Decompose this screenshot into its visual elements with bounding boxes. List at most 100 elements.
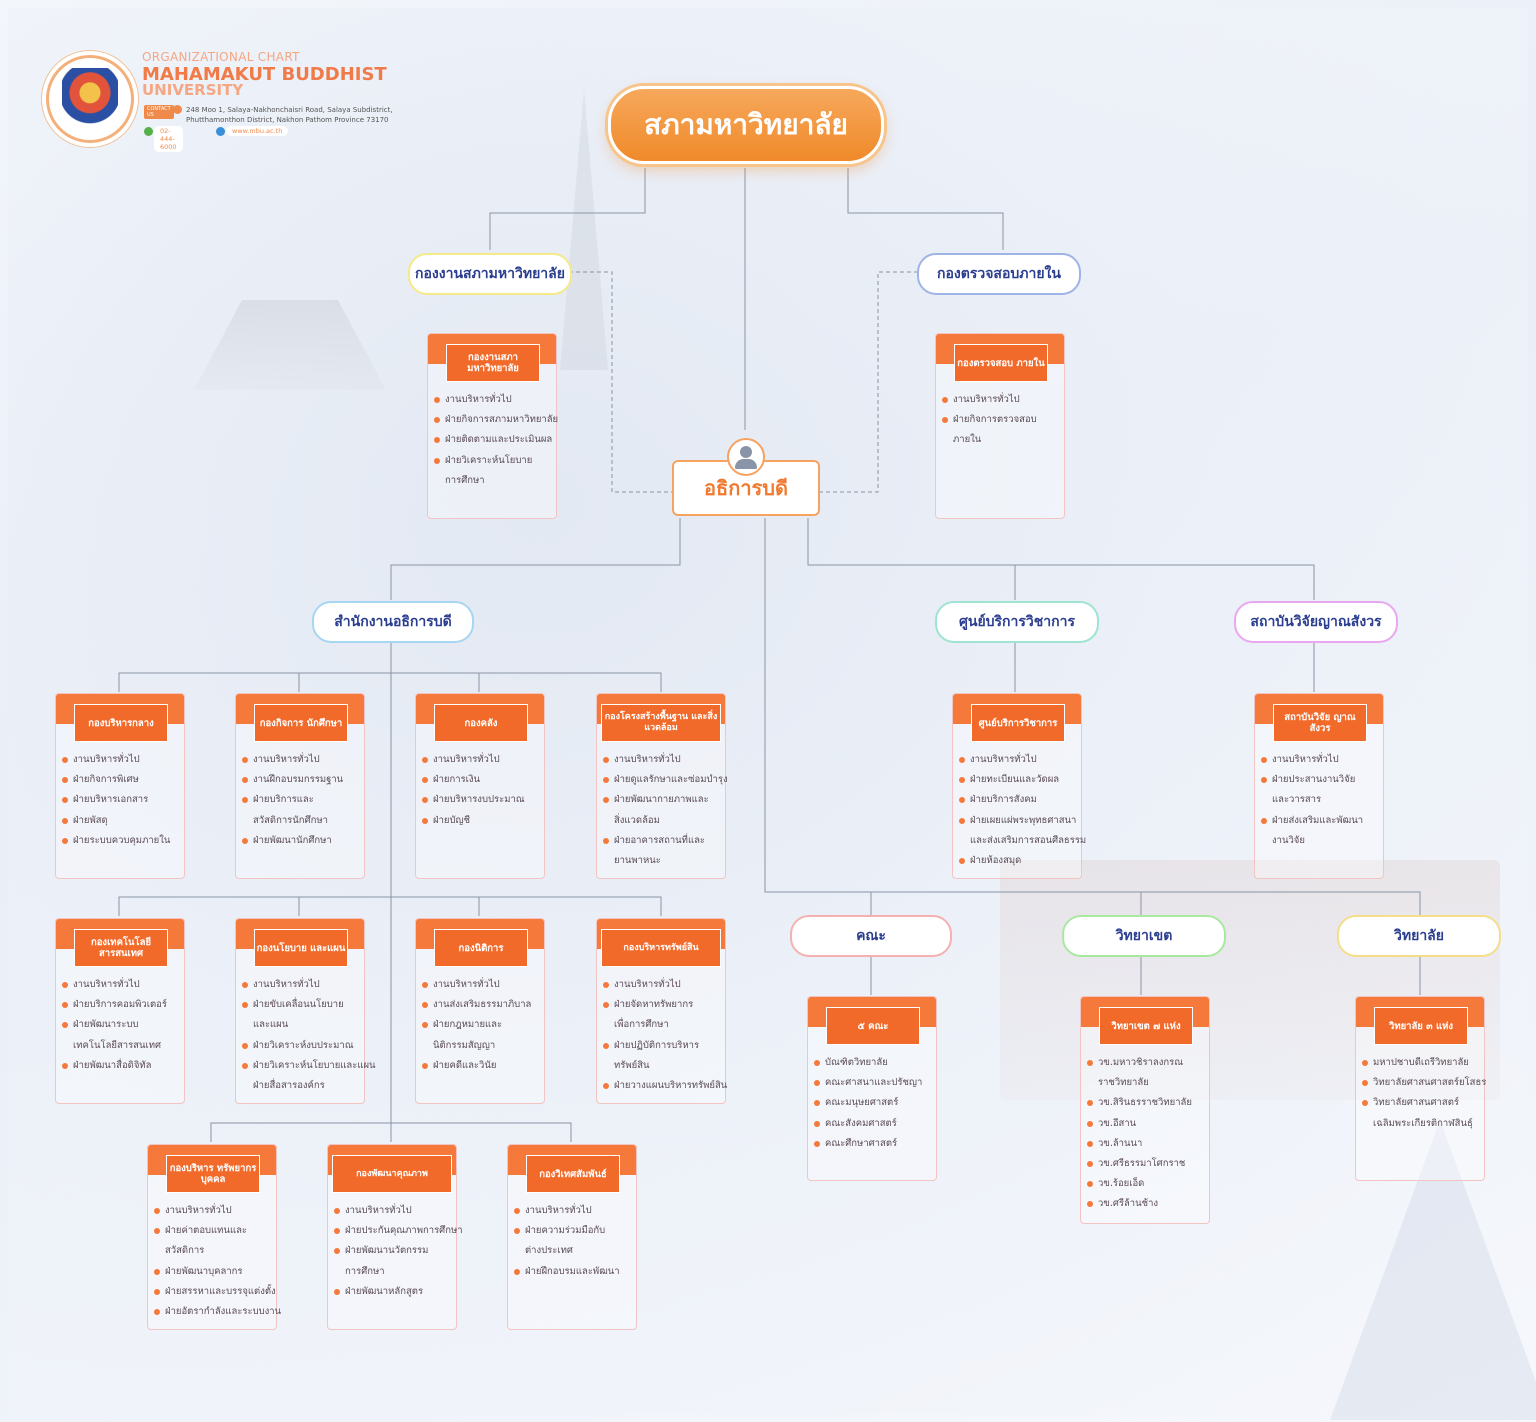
list-item: งานบริหารทั่วไป — [334, 1201, 466, 1221]
card-title: กองพัฒนาคุณภาพ — [332, 1155, 452, 1193]
list-item: งานบริหารทั่วไป — [603, 750, 735, 770]
list-item: ฝ่ายประสานงานวิจัย — [1261, 770, 1393, 790]
list-item: ฝ่ายระบบควบคุมภายใน — [62, 831, 194, 851]
card-title: สถาบันวิจัย ญาณสังวร — [1273, 704, 1367, 742]
list-item: มหาปชาบดีเถรีวิทยาลัย — [1362, 1053, 1494, 1073]
card-title: กองโครงสร้างพื้นฐาน และสิ่งแวดล้อม — [601, 704, 721, 742]
list-item-continuation: การศึกษา — [345, 1265, 385, 1277]
card-student-affairs: กองกิจการ นักศึกษา งานบริหารทั่วไป งานฝึ… — [235, 693, 365, 879]
list-item: ฝ่ายความร่วมมือกับ — [514, 1221, 646, 1241]
list-item: คณะมนุษยศาสตร์ — [814, 1093, 946, 1113]
university-name-line1: MAHAMAKUT BUDDHIST — [142, 64, 387, 85]
list-item-continuation: งานวิจัย — [1272, 834, 1305, 846]
list-item-continuation: เทคโนโลยีสารสนเทศ — [73, 1039, 162, 1051]
list-item-continuation: และส่งเสริมการสอนศีลธรรม — [970, 834, 1087, 846]
list-item-continuation: ราชวิทยาลัย — [1098, 1077, 1149, 1089]
address: 248 Moo 1, Salaya-Nakhonchaisri Road, Sa… — [186, 106, 393, 124]
list-item: งานบริหารทั่วไป — [422, 975, 554, 995]
card-infrastructure: กองโครงสร้างพื้นฐาน และสิ่งแวดล้อม งานบร… — [596, 693, 728, 879]
card-academic-service: ศูนย์บริการวิชาการ งานบริหารทั่วไป ฝ่ายท… — [952, 693, 1086, 879]
list-item: ฝ่ายปฏิบัติการบริหาร — [603, 1036, 735, 1056]
background-stupa — [560, 90, 608, 370]
list-item: วิทยาลัยศาสนศาสตร์ยโสธร — [1362, 1073, 1494, 1093]
card-title: กองบริหารกลาง — [74, 704, 168, 742]
card-council-office: กองงานสภา มหาวิทยาลัย งานบริหารทั่วไป ฝ่… — [427, 333, 558, 519]
list-item: ฝ่ายค่าตอบแทนและ — [154, 1221, 286, 1241]
card-campuses: วิทยาเขต ๗ แห่ง วข.มหาวชิราลงกรณ ราชวิทย… — [1080, 996, 1210, 1224]
list-item: ฝ่ายวิเคราะห์นโยบายและแผน — [242, 1056, 376, 1076]
seal-icon — [62, 68, 118, 130]
list-item: ฝ่ายกฎหมายและ — [422, 1015, 554, 1035]
card-colleges: วิทยาลัย ๓ แห่ง มหาปชาบดีเถรีวิทยาลัย วิ… — [1355, 996, 1486, 1181]
list-item: ฝ่ายติดตามและประเมินผล — [434, 430, 566, 450]
college-node[interactable]: วิทยาลัย — [1337, 915, 1501, 957]
university-council-node[interactable]: สภามหาวิทยาลัย — [608, 86, 884, 164]
card-title: กองเทคโนโลยี สารสนเทศ — [74, 929, 168, 967]
card-title: กองบริหาร ทรัพยากรบุคคล — [166, 1155, 260, 1193]
background-spire — [1330, 1120, 1536, 1420]
council-office-node[interactable]: กองงานสภามหาวิทยาลัย — [408, 253, 572, 295]
list-item-continuation: การศึกษา — [445, 474, 485, 486]
internal-audit-node[interactable]: กองตรวจสอบภายใน — [917, 253, 1081, 295]
website-link[interactable]: www.mbu.ac.th — [226, 126, 289, 136]
list-item: ฝ่ายกิจการพิเศษ — [62, 770, 194, 790]
list-item-continuation: และวารสาร — [1272, 794, 1322, 806]
user-avatar-icon — [727, 438, 765, 476]
campus-node[interactable]: วิทยาเขต — [1062, 915, 1226, 957]
background-building — [1000, 860, 1500, 1100]
card-internal-audit: กองตรวจสอบ ภายใน งานบริหารทั่วไป ฝ่ายกิจ… — [935, 333, 1065, 519]
list-item-continuation: เพื่อการศึกษา — [614, 1019, 669, 1031]
list-item: ฝ่ายบริการและ — [242, 790, 374, 810]
list-item: ฝ่ายพัสดุ — [62, 811, 194, 831]
list-item: ฝ่ายดูแลรักษาและซ่อมบำรุง — [603, 770, 735, 790]
list-item: งานบริหารทั่วไป — [1261, 750, 1393, 770]
card-title: วิทยาลัย ๓ แห่ง — [1374, 1007, 1468, 1045]
chart-subtitle: ORGANIZATIONAL CHART — [142, 50, 300, 64]
list-item: คณะศาสนาและปรัชญา — [814, 1073, 946, 1093]
card-finance: กองคลัง งานบริหารทั่วไป ฝ่ายการเงิน ฝ่าย… — [415, 693, 545, 879]
card-legal: กองนิติการ งานบริหารทั่วไป งานส่งเสริมธร… — [415, 918, 545, 1104]
faculty-node[interactable]: คณะ — [790, 915, 952, 957]
list-item: วิทยาลัยศาสนศาสตร์ — [1362, 1093, 1494, 1113]
list-item: วข.ร้อยเอ็ด — [1087, 1174, 1219, 1194]
list-item: วข.ศรีธรรมาโศกราช — [1087, 1154, 1219, 1174]
list-item: ฝ่ายห้องสมุด — [959, 851, 1091, 871]
card-title: กองงานสภา มหาวิทยาลัย — [446, 344, 540, 382]
list-item: งานบริหารทั่วไป — [434, 390, 566, 410]
list-item-continuation: ทรัพย์สิน — [614, 1059, 650, 1071]
list-item-continuation: ยานพาหนะ — [614, 855, 661, 867]
president-office-node[interactable]: สำนักงานอธิการบดี — [312, 601, 474, 643]
list-item: ฝ่ายทะเบียนและวัดผล — [959, 770, 1091, 790]
list-item-continuation: เฉลิมพระเกียรติกาฬสินธุ์ — [1373, 1117, 1473, 1129]
card-asset-management: กองบริหารทรัพย์สิน งานบริหารทั่วไป ฝ่ายจ… — [596, 918, 727, 1104]
list-item: ฝ่ายบริหารเอกสาร — [62, 790, 194, 810]
list-item: วข.สิรินธรราชวิทยาลัย — [1087, 1093, 1219, 1113]
list-item: วข.ล้านนา — [1087, 1134, 1219, 1154]
list-item-continuation: สวัสดิการ — [165, 1245, 205, 1257]
globe-icon — [216, 127, 225, 136]
card-research-institute: สถาบันวิจัย ญาณสังวร งานบริหารทั่วไป ฝ่า… — [1254, 693, 1384, 879]
list-item: วข.อีสาน — [1087, 1114, 1219, 1134]
list-item: ฝ่ายสรรหาและบรรจุแต่งตั้ง — [154, 1282, 286, 1302]
list-item: ฝ่ายการเงิน — [422, 770, 554, 790]
list-item: ฝ่ายอาคารสถานที่และ — [603, 831, 735, 851]
card-faculties: ๕ คณะ บัณฑิตวิทยาลัย คณะศาสนาและปรัชญา ค… — [807, 996, 937, 1181]
list-item: ฝ่ายบริการคอมพิวเตอร์ — [62, 995, 194, 1015]
list-item: คณะศึกษาศาสตร์ — [814, 1134, 946, 1154]
research-institute-node[interactable]: สถาบันวิจัยญาณสังวร — [1234, 601, 1398, 643]
list-item: วข.มหาวชิราลงกรณ — [1087, 1053, 1219, 1073]
card-title: กองตรวจสอบ ภายใน — [954, 344, 1048, 382]
list-item-continuation: และแผน — [253, 1019, 289, 1031]
list-item: คณะสังคมศาสตร์ — [814, 1114, 946, 1134]
list-item: ฝ่ายขับเคลื่อนนโยบาย — [242, 995, 374, 1015]
card-title: กองคลัง — [434, 704, 528, 742]
list-item: งานบริหารทั่วไป — [62, 975, 194, 995]
list-item: ฝ่ายบัญชี — [422, 811, 554, 831]
location-pin-icon — [173, 105, 182, 114]
card-foreign-affairs: กองวิเทศสัมพันธ์ งานบริหารทั่วไป ฝ่ายควา… — [507, 1144, 637, 1330]
academic-center-node[interactable]: ศูนย์บริการวิชาการ — [935, 601, 1099, 643]
list-item: ฝ่ายวิเคราะห์นโยบาย — [434, 451, 566, 471]
card-title: กองบริหารทรัพย์สิน — [601, 929, 721, 967]
card-quality-development: กองพัฒนาคุณภาพ งานบริหารทั่วไป ฝ่ายประกั… — [327, 1144, 463, 1330]
